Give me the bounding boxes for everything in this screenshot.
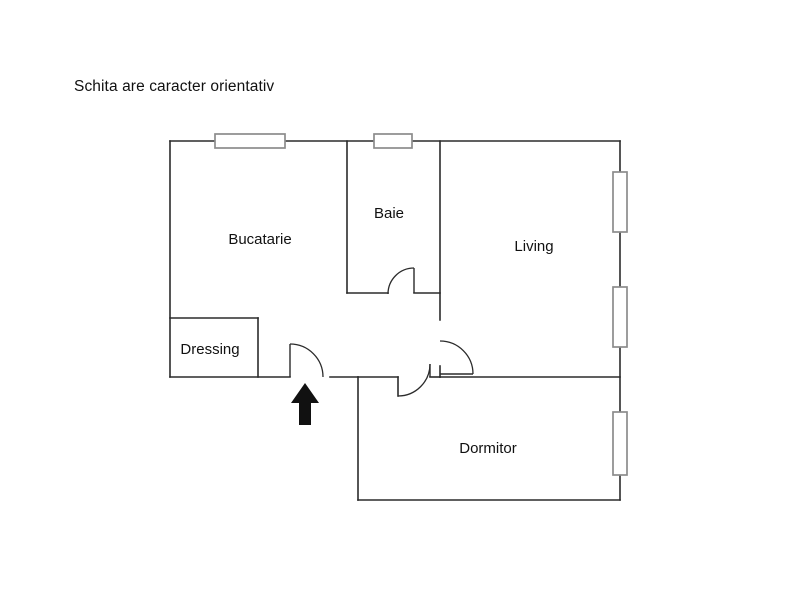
room-label-baie: Baie [374,205,404,222]
entry-arrow-icon [291,383,319,425]
window-living-upper [612,171,628,233]
door-living-arc [439,340,474,375]
door-dormitor-arc [397,363,431,397]
window-living-lower [612,286,628,348]
room-label-bucatarie: Bucatarie [228,231,291,248]
window-dormitor [612,411,628,476]
window-bucatarie-top [214,133,286,149]
room-label-dormitor: Dormitor [459,440,517,457]
window-baie-top [373,133,413,149]
room-label-living: Living [514,238,553,255]
page-title: Schita are caracter orientativ [74,78,275,95]
room-label-dressing: Dressing [180,341,239,358]
door-baie-arc [387,267,415,295]
door-entry-arc [289,343,324,378]
